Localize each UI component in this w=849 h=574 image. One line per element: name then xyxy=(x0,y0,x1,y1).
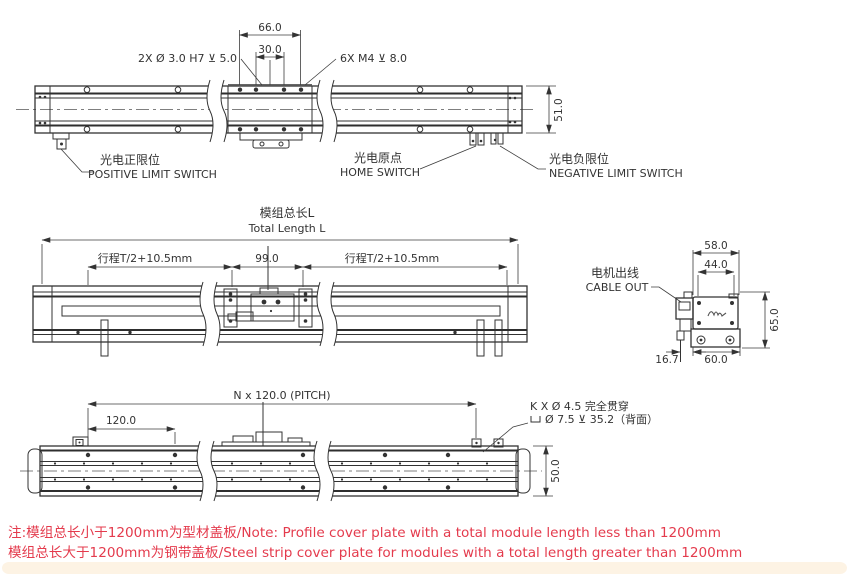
break-lines xyxy=(206,79,338,143)
dim-51-text: 51.0 xyxy=(553,98,565,121)
cover-screws xyxy=(83,86,474,133)
motor-end-view: 电机出线 CABLE OUT 58.0 xyxy=(586,240,781,366)
dim-44-text: 44.0 xyxy=(704,259,727,271)
dim-stroke: 行程T/2+10.5mm 99.0 行程T/2+10.5mm xyxy=(87,252,508,287)
cable-out-cn: 电机出线 xyxy=(591,266,639,280)
cable-out-en: CABLE OUT xyxy=(586,281,649,294)
dowel-hole-label: 2X Ø 3.0 H7 ⊻ 5.0 xyxy=(138,52,237,65)
notes-block: 注:模组总长小于1200mm为型材盖板/Note: Profile cover … xyxy=(8,525,742,561)
dim-60-text: 60.0 xyxy=(704,354,727,366)
carriage-bottom-profile xyxy=(221,402,311,447)
dim-pitch-text: N x 120.0 (PITCH) xyxy=(233,389,330,402)
rail-body-front xyxy=(32,285,528,357)
note-line-2: 模组总长大于1200mm为钢带盖板/Steel strip cover plat… xyxy=(8,545,742,561)
tap-hole-callout: 6X M4 ⊻ 8.0 xyxy=(304,52,407,86)
dim-66-text: 66.0 xyxy=(258,22,281,34)
negative-limit-cn: 光电负限位 xyxy=(549,151,609,166)
break-lines xyxy=(196,440,335,502)
dim-30-text: 30.0 xyxy=(258,44,281,56)
dim-50-text: 50.0 xyxy=(550,459,562,482)
dim-58: 58.0 xyxy=(692,240,740,295)
dim-16-7-and-60: 16.7 60.0 xyxy=(655,347,741,366)
carriage-front xyxy=(223,246,313,328)
dim-65-text: 65.0 xyxy=(769,308,781,331)
break-lines xyxy=(199,281,338,347)
note-line-1: 注:模组总长小于1200mm为型材盖板/Note: Profile cover … xyxy=(8,525,721,541)
motor-logo xyxy=(707,311,727,317)
negative-limit-en: NEGATIVE LIMIT SWITCH xyxy=(549,167,683,180)
dim-44: 44.0 xyxy=(697,259,735,296)
dim-30: 30.0 xyxy=(255,44,285,85)
footer-bar xyxy=(2,562,847,574)
front-elevation-view: 模组总长L Total Length L 行程T/2+10.5mm 99.0 行… xyxy=(32,206,528,357)
dim-65: 65.0 xyxy=(740,291,781,349)
home-switch: 光电原点 HOME SWITCH xyxy=(340,132,485,179)
mounting-holes xyxy=(53,452,489,490)
left-sensor-bracket xyxy=(72,436,89,447)
total-length-en: Total Length L xyxy=(248,222,327,235)
positive-limit-cn: 光电正限位 xyxy=(100,152,160,167)
bottom-view: N x 120.0 (PITCH) 120.0 K X Ø 4.5 完全贯穿 Ø… xyxy=(20,389,658,502)
positive-limit-en: POSITIVE LIMIT SWITCH xyxy=(88,168,217,181)
through-hole-line1: K X Ø 4.5 完全贯穿 xyxy=(530,399,629,413)
home-switch-cn: 光电原点 xyxy=(354,151,402,165)
dim-66: 66.0 xyxy=(239,22,301,85)
motor-body xyxy=(675,291,741,362)
stroke-right-text: 行程T/2+10.5mm xyxy=(345,252,440,265)
carriage-plan xyxy=(227,84,313,149)
through-hole-line2: Ø 7.5 ⊻ 35.2（背面） xyxy=(545,412,658,426)
cable-out-callout: 电机出线 CABLE OUT xyxy=(586,266,682,303)
total-length-cn: 模组总长L xyxy=(260,206,315,220)
top-plan-view: 66.0 30.0 2X Ø 3.0 H7 ⊻ 5.0 6X M4 ⊻ 8.0 … xyxy=(16,22,683,181)
dowel-hole-callout: 2X Ø 3.0 H7 ⊻ 5.0 xyxy=(138,52,263,86)
stroke-left-text: 行程T/2+10.5mm xyxy=(98,252,193,265)
rail-body-bottom xyxy=(27,445,531,497)
counterbore-icon xyxy=(530,416,541,423)
dim-51: 51.0 xyxy=(526,85,565,134)
tap-hole-label: 6X M4 ⊻ 8.0 xyxy=(340,52,407,65)
through-hole-callout: K X Ø 4.5 完全贯穿 Ø 7.5 ⊻ 35.2（背面） xyxy=(482,399,658,453)
dim-99-text: 99.0 xyxy=(255,253,278,265)
dim-58-text: 58.0 xyxy=(704,240,727,252)
dim-pitch: N x 120.0 (PITCH) xyxy=(87,389,477,444)
dim-total-length: 模组总长L Total Length L xyxy=(41,206,519,284)
positive-limit-switch: 光电正限位 POSITIVE LIMIT SWITCH xyxy=(52,132,217,181)
dim-16-7-text: 16.7 xyxy=(655,354,678,366)
dim-120-text: 120.0 xyxy=(106,415,136,427)
rail-body-plan xyxy=(34,85,523,134)
negative-limit-switch: 光电负限位 NEGATIVE LIMIT SWITCH xyxy=(490,132,683,180)
dim-50: 50.0 xyxy=(533,445,562,497)
dim-120: 120.0 xyxy=(87,415,176,444)
home-switch-en: HOME SWITCH xyxy=(340,166,420,179)
